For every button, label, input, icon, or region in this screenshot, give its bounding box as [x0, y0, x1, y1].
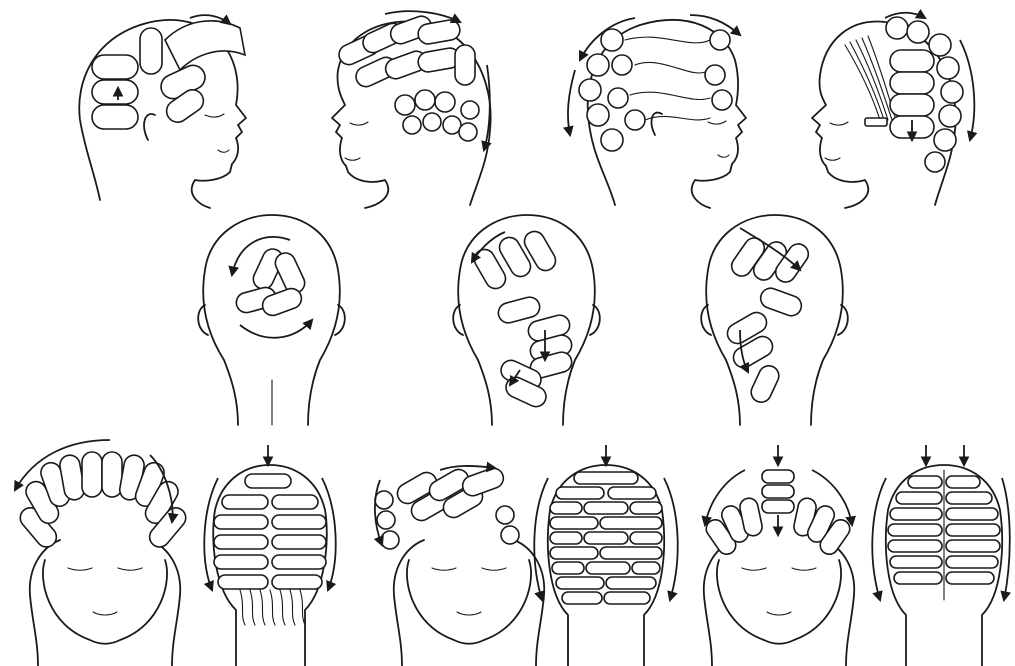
roller-group: [724, 234, 812, 405]
roller-group: [375, 465, 519, 549]
panel-front-mohawk: [703, 445, 854, 666]
panel-back-double-split: [872, 445, 1009, 666]
roller-group: [16, 452, 190, 551]
panel-profile-directional-wrap: [79, 15, 246, 208]
panel-back-brick: [534, 445, 677, 666]
panel-back-spiral: [198, 215, 345, 425]
roller-group: [234, 246, 308, 318]
panel-profile-vertical-rollers: [812, 13, 974, 208]
panel-profile-crown-curls: [332, 11, 491, 208]
panel-front-asymmetric: [375, 465, 544, 666]
roller-group: [886, 17, 963, 172]
roller-group: [550, 472, 662, 604]
roller-group: [336, 13, 479, 141]
panel-back-horizontal-stacks: [204, 445, 335, 666]
panel-profile-wave-curls: [568, 15, 746, 208]
panel-back-zigzag: [453, 215, 600, 425]
panel-front-halo-fan: [15, 440, 190, 666]
roller-group: [579, 29, 732, 151]
panel-back-diagonal: [701, 215, 848, 425]
roller-group: [214, 474, 326, 589]
